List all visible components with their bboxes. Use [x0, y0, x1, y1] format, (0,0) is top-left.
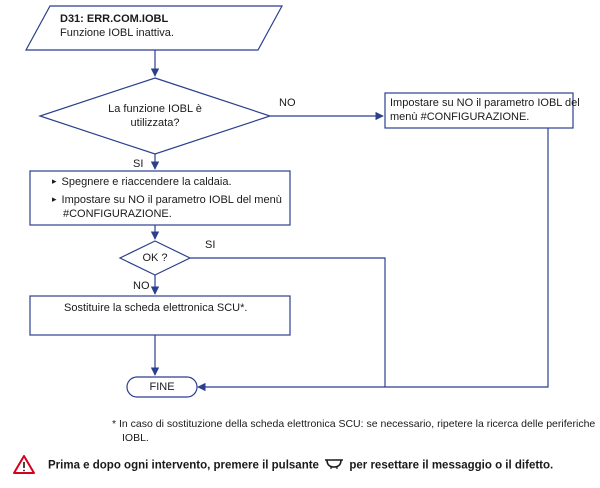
step-2-line2: #CONFIGURAZIONE.: [63, 208, 172, 220]
footnote-line1: * In caso di sostituzione della scheda e…: [112, 418, 596, 430]
end-terminator: [126, 376, 198, 398]
connector-ok-yes-fine: [190, 257, 386, 387]
config-box: [384, 92, 574, 129]
step-1: Spegnere e riaccendere la caldaia.: [52, 175, 232, 189]
decision1-yes-label: SI: [133, 158, 144, 170]
step-2: Impostare su NO il parametro IOBL del me…: [52, 193, 282, 207]
step-2-label: Impostare su NO il parametro IOBL del me…: [61, 194, 282, 206]
decision2-yes-label: SI: [205, 239, 216, 251]
connector-config-fine: [197, 128, 549, 392]
decision2-no-label: NO: [133, 280, 150, 292]
warning-text-after: per resettare il messaggio o il difetto.: [349, 459, 554, 472]
reset-button-icon: [324, 458, 344, 473]
warning-triangle-icon: [13, 455, 35, 474]
warning-message: Prima e dopo ogni intervento, premere il…: [48, 458, 553, 473]
config-box-line1: Impostare su NO il parametro IOBL del: [390, 97, 580, 109]
decision2-label: OK ?: [142, 252, 168, 264]
decision1-line2: utilizzata?: [130, 117, 180, 129]
start-title: D31: ERR.COM.IOBL: [60, 13, 169, 25]
decision1-line1: La funzione IOBL è: [108, 103, 202, 115]
start-parallelogram: [24, 5, 284, 51]
start-subtitle: Funzione IOBL inattiva.: [60, 27, 174, 39]
step-1-label: Spegnere e riaccendere la caldaia.: [61, 176, 232, 188]
footnote-line2: IOBL.: [122, 432, 149, 444]
config-box-line2: menù #CONFIGURAZIONE.: [390, 111, 530, 123]
replace-box: [29, 295, 291, 336]
end-label: FINE: [149, 381, 175, 393]
decision1-no-label: NO: [279, 97, 296, 109]
replace-box-text: Sostituire la scheda elettronica SCU*.: [64, 302, 248, 314]
warning-text-before: Prima e dopo ogni intervento, premere il…: [48, 459, 319, 472]
